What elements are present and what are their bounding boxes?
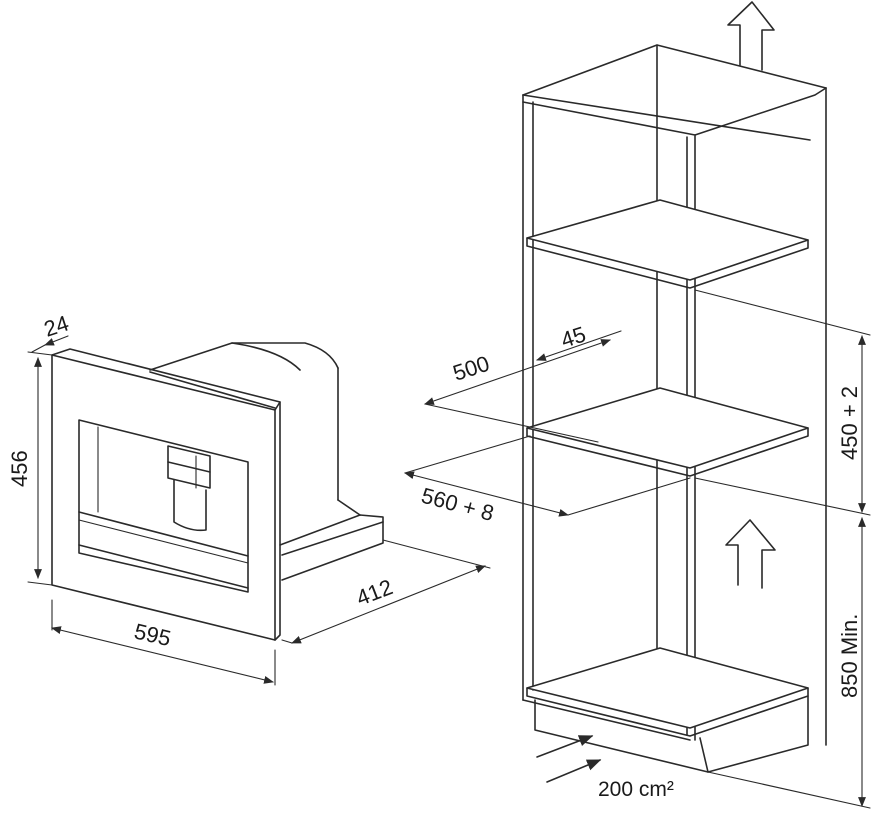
appliance-height-label: 456: [7, 450, 32, 487]
cabinet-drawing: [522, 44, 827, 773]
niche-floor-height-label: 850 Min.: [837, 614, 862, 698]
appliance-width-label: 595: [132, 619, 173, 652]
cabinet-dimension-lines: [404, 289, 871, 809]
appliance-depth-label: 412: [353, 574, 396, 610]
appliance-dimension-lines: [27, 335, 491, 686]
coffee-machine-drawing: [51, 342, 384, 641]
airflow-out-arrow-icon: [727, 1, 775, 71]
airflow-up-arrow-icon: [725, 519, 776, 589]
niche-width-label: 560 + 8: [419, 483, 497, 526]
ventilation-area-label: 200 cm²: [598, 778, 674, 801]
airflow-in-arrows-icon: [536, 735, 602, 783]
niche-height-label: 450 + 2: [837, 386, 862, 460]
niche-depth-label: 500: [450, 351, 493, 386]
panel-thickness-label: 24: [41, 310, 72, 341]
niche-offset-label: 45: [558, 321, 589, 352]
